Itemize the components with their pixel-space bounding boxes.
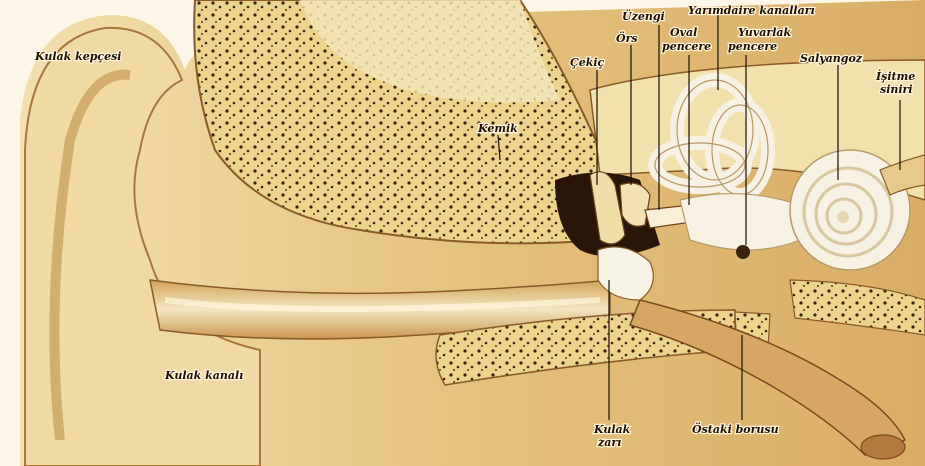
label-uzengi: Üzengi (622, 9, 665, 23)
round-window (736, 245, 750, 259)
incus (620, 183, 650, 226)
label-oval-pencere-1: Oval (670, 26, 697, 39)
label-kulak-zari-1: Kulak (593, 423, 631, 436)
label-kulak-zari-2: zarı (597, 436, 621, 449)
vestibule (680, 194, 800, 250)
label-cekic: Çekiç (570, 56, 605, 69)
label-kulak-kanali: Kulak kanalı (164, 369, 243, 382)
label-yuvarlak-pencere-1: Yuvarlak (738, 26, 792, 39)
label-oval-pencere-2: pencere (662, 40, 711, 53)
label-kemik: Kemik (477, 122, 518, 135)
label-salyangoz: Salyangoz (800, 52, 863, 65)
eustachian-tube-opening (861, 435, 905, 459)
label-isitme-siniri-2: siniri (880, 83, 913, 96)
label-kulak-kepcesi: Kulak kepçesi (34, 50, 121, 63)
label-ostaki-borusu: Östaki borusu (692, 422, 779, 436)
label-isitme-siniri-1: İşitme (875, 69, 915, 83)
label-ors: Örs (616, 31, 638, 45)
label-yarim-daire-kanallari: Yarımdaire kanalları (688, 4, 815, 17)
label-yuvarlak-pencere-2: pencere (728, 40, 777, 53)
